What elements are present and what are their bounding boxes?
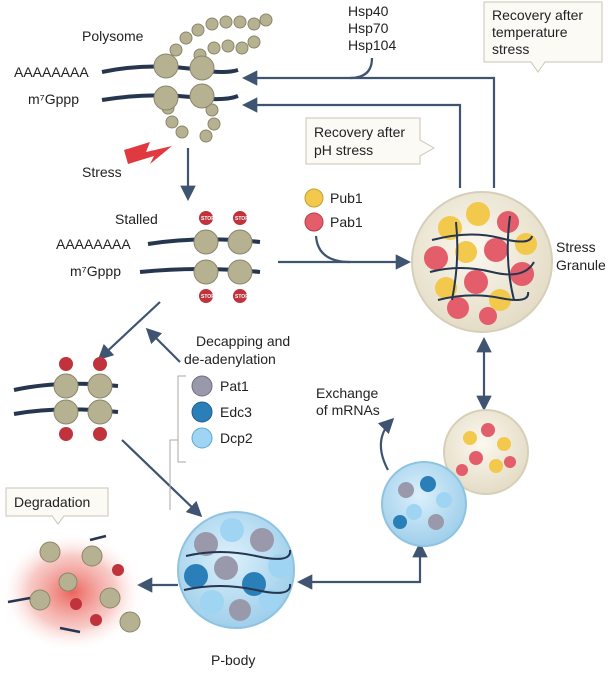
pab1-swatch bbox=[304, 212, 324, 232]
arrow-pub-pab-join bbox=[314, 235, 351, 264]
degradation bbox=[0, 532, 144, 652]
recovery-temp-line3: stress bbox=[492, 41, 529, 57]
peptide-chain bbox=[161, 13, 273, 143]
decapping-line2: de-adenylation bbox=[184, 351, 276, 367]
recovery-ph-line1: Recovery after bbox=[314, 124, 405, 140]
polya-top-label: AAAAAAAA bbox=[14, 64, 89, 80]
recovery-ph-line2: pH stress bbox=[314, 142, 373, 158]
arrows bbox=[97, 57, 496, 593]
decapping-legend: Pat1 Edc3 Dcp2 bbox=[169, 375, 253, 510]
stop-label: STOP bbox=[235, 216, 249, 222]
stop-label: STOP bbox=[201, 294, 215, 300]
pab1-label: Pab1 bbox=[330, 214, 363, 230]
stress-granule-label-1: Stress bbox=[556, 239, 596, 255]
pub1-pab1-legend: Pub1 Pab1 bbox=[304, 188, 363, 232]
stress-lightning-icon bbox=[124, 142, 172, 164]
edc3-swatch bbox=[191, 401, 213, 423]
pub1-label: Pub1 bbox=[330, 190, 363, 206]
stress-granule: Stress Granule bbox=[411, 191, 606, 333]
chaperone-hsp70: Hsp70 bbox=[348, 20, 389, 36]
granule-particles bbox=[424, 202, 537, 325]
degradation-callout: Degradation bbox=[5, 487, 109, 525]
pat1-label: Pat1 bbox=[220, 378, 249, 394]
p-body: P-body bbox=[177, 511, 295, 668]
recovery-temp-line2: temperature bbox=[492, 24, 568, 40]
chaperone-hsp104: Hsp104 bbox=[348, 37, 396, 53]
stalled-polysome: Stalled AAAAAAAA m⁷Gppp STOP STOP STOP S… bbox=[56, 211, 261, 303]
arrow-chaperone-join bbox=[349, 57, 374, 80]
arrow-stalled-to-decapped bbox=[97, 301, 161, 361]
pub1-swatch bbox=[304, 188, 324, 208]
degradation-label: Degradation bbox=[14, 494, 90, 510]
arrow-exchange bbox=[377, 417, 395, 471]
decapping-line1: Decapping and bbox=[196, 333, 290, 349]
stop-label: STOP bbox=[201, 216, 215, 222]
exchange-line1: Exchange bbox=[316, 385, 378, 401]
small-stress-granule bbox=[443, 409, 529, 495]
exchange-line2: of mRNAs bbox=[316, 402, 380, 418]
stress-label: Stress bbox=[82, 164, 122, 180]
stop-label: STOP bbox=[235, 294, 249, 300]
arrow-recovery-ph bbox=[241, 97, 462, 188]
stop-sign-icon bbox=[199, 211, 247, 303]
small-pbody bbox=[381, 461, 467, 547]
ribosomes bbox=[153, 53, 215, 111]
stalled-label: Stalled bbox=[115, 211, 158, 227]
arrow-pbody-to-cluster bbox=[296, 541, 428, 590]
polysome: Polysome AAAAAAAA m⁷Gppp bbox=[14, 13, 273, 143]
dcp2-label: Dcp2 bbox=[220, 430, 253, 446]
stop-sign-icon bbox=[59, 357, 107, 441]
decapped-complex bbox=[13, 357, 119, 441]
polysome-label: Polysome bbox=[82, 28, 144, 44]
recovery-temp-line1: Recovery after bbox=[492, 7, 583, 23]
recovery-ph-callout: Recovery after pH stress bbox=[305, 117, 436, 165]
arrow-decapping-factors bbox=[145, 327, 181, 363]
polya-stalled-label: AAAAAAAA bbox=[56, 236, 131, 252]
stress-granule-label-2: Granule bbox=[556, 257, 606, 273]
arrow-decapped-to-pbody bbox=[121, 439, 203, 518]
recovery-temperature-callout: Recovery after temperature stress bbox=[483, 1, 603, 73]
pat1-swatch bbox=[191, 375, 213, 397]
arrow-recovery-temperature bbox=[241, 70, 496, 188]
chaperone-hsp40: Hsp40 bbox=[348, 3, 389, 19]
granule-mrna bbox=[429, 215, 535, 301]
p-body-label: P-body bbox=[211, 652, 255, 668]
cap-stalled-label: m⁷Gppp bbox=[70, 263, 121, 279]
dcp2-swatch bbox=[191, 427, 213, 449]
edc3-label: Edc3 bbox=[220, 404, 252, 420]
cap-top-label: m⁷Gppp bbox=[28, 91, 79, 107]
